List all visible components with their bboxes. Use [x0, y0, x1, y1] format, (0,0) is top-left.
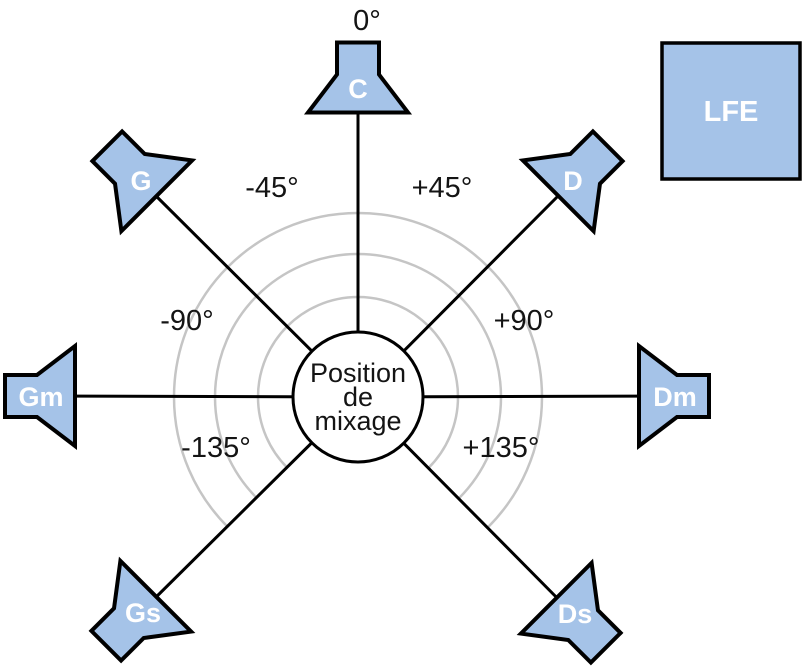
angle-labels: 0° -45° +45° -90° +90° -135° +135° [160, 5, 554, 464]
speaker-center-label: C [348, 74, 368, 104]
mixing-position: Position de mixage [291, 330, 425, 464]
speaker-labels: C G D Gm Dm Gs Ds [18, 74, 696, 629]
speakers [3, 40, 711, 666]
mixing-position-label-line1: Position [310, 358, 406, 388]
speaker-surround-left-icon [88, 556, 196, 664]
angle-label-plus90: +90° [494, 305, 555, 337]
angle-label-minus135: -135° [181, 432, 251, 464]
speaker-left-icon [89, 128, 197, 236]
angle-label-minus45: -45° [245, 172, 299, 204]
speaker-mid-left-icon [3, 341, 77, 451]
lfe-speaker: LFE [660, 41, 802, 181]
speaker-surround-left-label: Gs [125, 598, 161, 628]
speaker-mid-right-icon [637, 341, 711, 451]
mixing-position-label-line3: mixage [314, 406, 401, 436]
angle-label-minus90: -90° [160, 305, 214, 337]
lfe-box [660, 41, 802, 181]
speaker-mid-left-label: Gm [18, 382, 63, 412]
speaker-mid-right-label: Dm [653, 382, 697, 412]
lfe-label: LFE [704, 96, 759, 128]
angle-label-0: 0° [353, 5, 381, 37]
angle-label-plus45: +45° [412, 172, 473, 204]
angle-label-plus135: +135° [463, 432, 540, 464]
speaker-left-label: G [130, 166, 151, 196]
speaker-center-icon [303, 40, 413, 115]
mixing-position-circle [291, 330, 425, 464]
speaker-surround-right-label: Ds [558, 599, 593, 629]
speaker-surround-right-icon [516, 558, 624, 666]
mixing-position-label-line2: de [343, 382, 373, 412]
speaker-right-label: D [563, 166, 583, 196]
speaker-right-icon [518, 128, 626, 236]
